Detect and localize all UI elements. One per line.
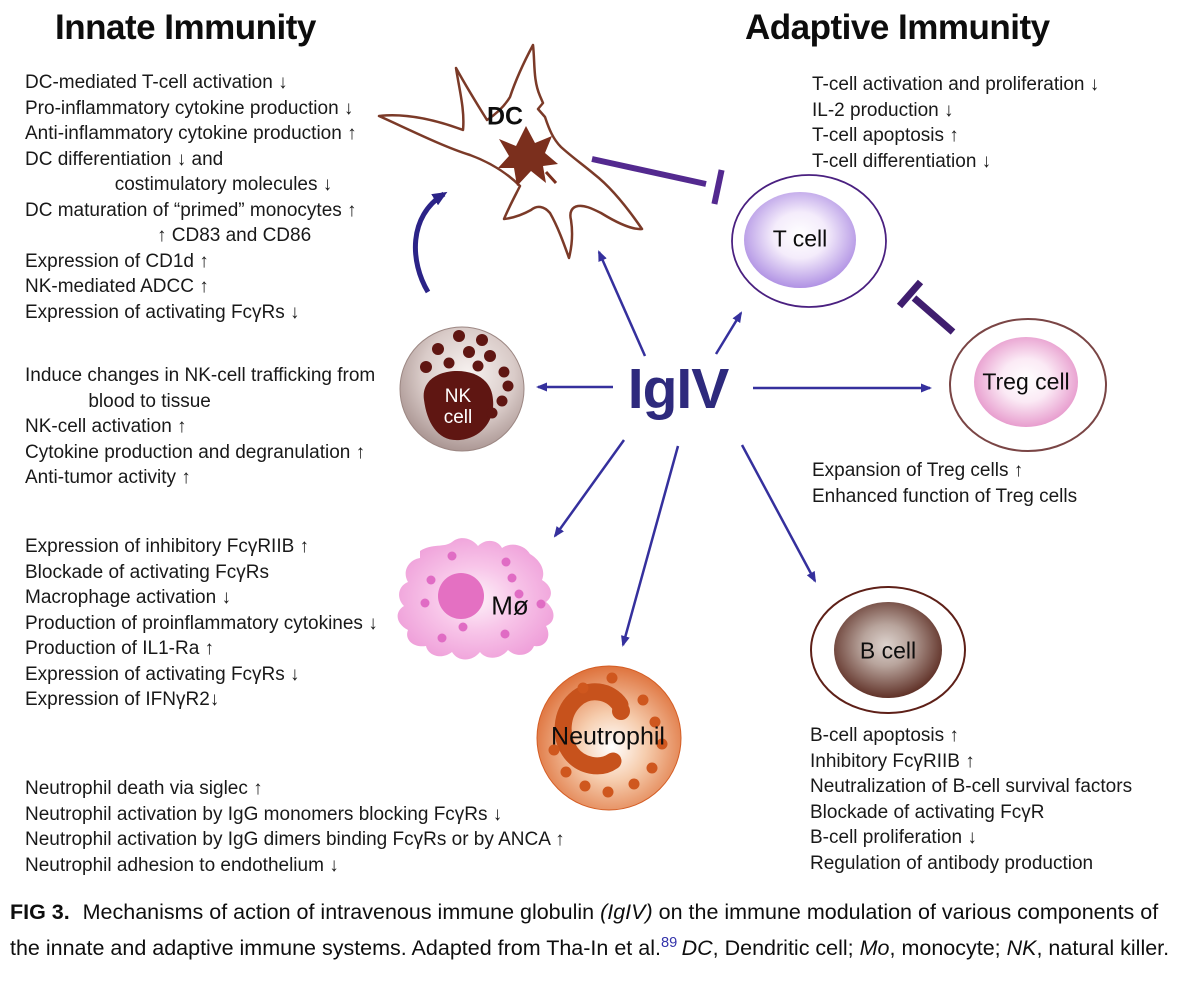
inhibition-bar-treg-t	[896, 279, 956, 335]
text-line: Neutrophil adhesion to endothelium ↓	[25, 854, 339, 876]
text-line: Production of IL1-Ra ↑	[25, 638, 215, 659]
caption-text: Mechanisms of action of intravenous immu…	[82, 900, 601, 924]
caption-nk-abbr: NK	[1006, 936, 1037, 961]
inhibition-bar-dc-t	[591, 156, 725, 205]
nk-effects-list: Induce changes in NK-cell trafficking fr…	[25, 363, 375, 491]
caption-text: on the immune modulation of various comp…	[10, 900, 1159, 961]
text-line: Expression of CD1d ↑	[25, 250, 209, 272]
caption-reference-number: 89	[660, 935, 678, 951]
arrow-igiv-to-dc	[597, 250, 647, 357]
text-line: Inhibitory FcγRIIB ↑	[810, 750, 975, 772]
text-line: Blockade of activating FcγR	[810, 801, 1045, 823]
text-line: IL-2 production ↓	[812, 99, 954, 121]
neutrophil-label: Neutrophil	[551, 722, 665, 751]
bcell-effects-list: B-cell apoptosis ↑ Inhibitory FcγRIIB ↑ Ne…	[810, 723, 1132, 876]
text-line: Blockade of activating FcγRs	[25, 561, 269, 583]
text-line: Expression of activating FcγRs ↓	[25, 301, 300, 323]
adaptive-heading: Adaptive Immunity	[745, 8, 1050, 47]
text-line: costimulatory molecules ↓	[25, 174, 333, 195]
igiv-arrows	[536, 250, 932, 647]
arrow-igiv-to-bcell	[740, 444, 817, 583]
text-line: Expression of IFNγR2↓	[25, 689, 220, 710]
arrow-igiv-to-macrophage	[553, 439, 626, 538]
text-line: Anti-tumor activity ↑	[25, 467, 191, 488]
caption-text: , monocyte;	[889, 936, 1007, 961]
text-line: Expression of activating FcγRs ↓	[25, 663, 300, 685]
b-cell-label: B cell	[859, 637, 917, 664]
curved-arrow-to-dc	[412, 191, 448, 294]
text-line: Cytokine production and degranulation ↑	[25, 441, 366, 463]
nk-nucleus	[423, 371, 494, 441]
text-line: B-cell proliferation ↓	[810, 827, 977, 848]
text-line: blood to tissue	[25, 390, 211, 412]
text-line: Neutralization of B-cell survival factor…	[810, 776, 1133, 797]
macrophage-shape	[397, 538, 554, 660]
nk-granules	[420, 330, 514, 419]
dc-cell-label: DC	[486, 102, 524, 131]
text-line: Enhanced function of Treg cells	[812, 485, 1078, 507]
text-line: Expansion of Treg cells ↑	[812, 460, 1024, 481]
innate-heading: Innate Immunity	[55, 8, 316, 47]
text-line: Production of proinflammatory cytokines …	[25, 612, 378, 634]
text-line: NK-cell activation ↑	[25, 416, 187, 437]
t-cell-shape	[731, 174, 887, 308]
nk-cell-shape	[399, 326, 525, 452]
macrophage-label: Mø	[491, 590, 529, 621]
caption-igiv-italic: (IgIV)	[600, 900, 653, 924]
text-line: DC-mediated T-cell activation ↓	[25, 72, 288, 93]
text-line: NK-mediated ADCC ↑	[25, 276, 209, 297]
dc-nucleus	[498, 126, 558, 186]
neutrophil-shape	[536, 665, 682, 811]
macrophage-effects-list: Expression of inhibitory FcγRIIB ↑ Blocka…	[25, 534, 378, 713]
innate-effects-list: DC-mediated T-cell activation ↓ Pro-infla…	[25, 70, 357, 325]
text-line: DC differentiation ↓ and	[25, 148, 224, 170]
text-line: Anti-inflammatory cytokine production ↑	[25, 123, 357, 144]
caption-dc-abbr: DC	[681, 936, 713, 961]
text-line: Neutrophil activation by IgG monomers bl…	[25, 803, 503, 825]
text-line: T-cell apoptosis ↑	[812, 125, 959, 146]
nk-cell-label: NK cell	[443, 386, 473, 428]
tcell-effects-list: T-cell activation and proliferation ↓ IL-…	[812, 72, 1099, 174]
text-line: Neutrophil death via siglec ↑	[25, 778, 263, 799]
neutrophil-granules	[548, 672, 668, 798]
arrow-igiv-to-neutrophil	[621, 445, 680, 647]
text-line: ↑ CD83 and CD86	[25, 225, 312, 246]
b-cell-shape	[810, 586, 966, 714]
t-cell-label: T cell	[772, 225, 828, 252]
macrophage-nucleus	[438, 573, 484, 619]
treg-cell-shape	[949, 318, 1107, 452]
arrow-igiv-to-tcell	[714, 311, 743, 355]
text-line: Pro-inflammatory cytokine production ↓	[25, 97, 354, 119]
neutrophil-effects-list: Neutrophil death via siglec ↑ Neutrophil …	[25, 776, 565, 878]
igiv-label: IgIV	[627, 357, 730, 421]
dc-cell-shape	[377, 43, 644, 260]
text-line: Induce changes in NK-cell trafficking fr…	[25, 365, 376, 386]
text-line: Expression of inhibitory FcγRIIB ↑	[25, 536, 310, 557]
text-line: T-cell differentiation ↓	[812, 150, 992, 172]
text-line: Macrophage activation ↓	[25, 587, 231, 608]
caption-text: , natural killer.	[1036, 936, 1170, 961]
text-line: T-cell activation and proliferation ↓	[812, 74, 1100, 95]
treg-cell-label: Treg cell	[982, 368, 1070, 395]
text-line: Regulation of antibody production	[810, 852, 1094, 874]
figure-caption: FIG 3. Mechanisms of action of intravenou…	[10, 897, 1192, 964]
text-line: DC maturation of “primed” monocytes ↑	[25, 199, 357, 221]
text-line: B-cell apoptosis ↑	[810, 725, 959, 746]
figure-number: FIG 3.	[10, 900, 70, 924]
caption-mo-abbr: Mo	[859, 936, 890, 961]
macrophage-granules	[420, 551, 546, 643]
neutrophil-nucleus	[554, 683, 629, 775]
caption-text: , Dendritic cell;	[712, 936, 860, 961]
treg-effects-list: Expansion of Treg cells ↑ Enhanced functi…	[812, 458, 1077, 509]
text-line: Neutrophil activation by IgG dimers bind…	[25, 829, 565, 850]
